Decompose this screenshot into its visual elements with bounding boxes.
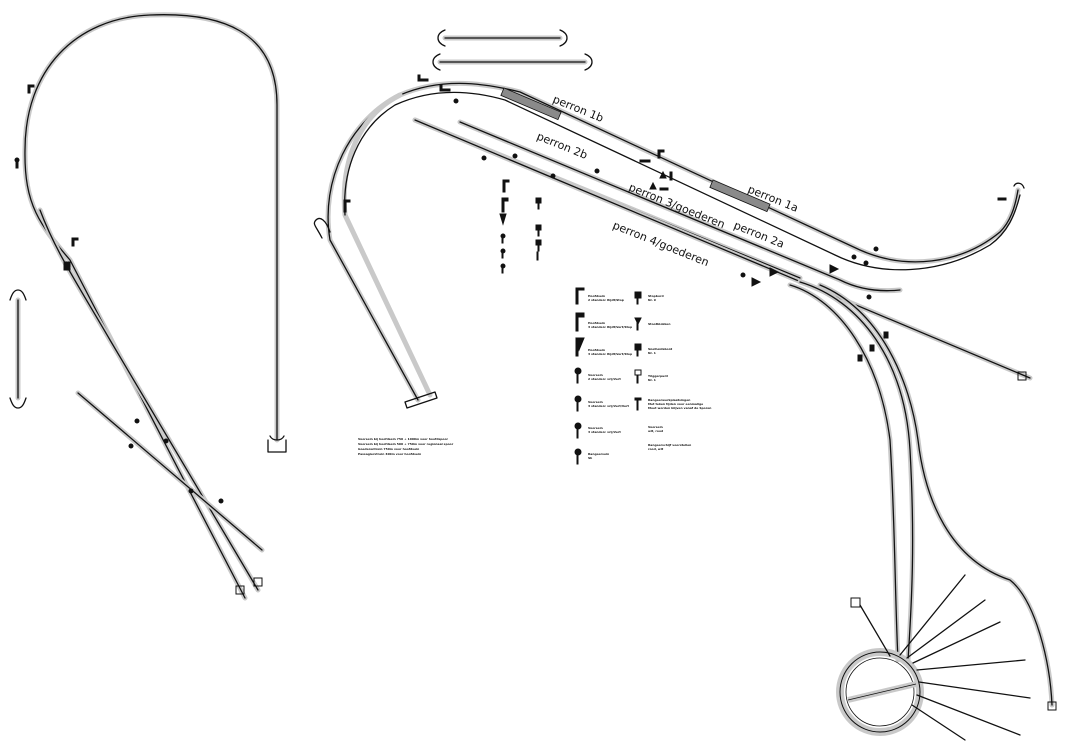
legend-left-6-a: Rangeersein [588,452,609,456]
signal-icon [866,294,872,300]
signal-icon [343,199,351,213]
signal-icon [71,237,79,247]
note-line: Goederentrein 750m voor hoofdsein [358,447,419,451]
signal-icon [481,155,487,161]
buffer-icon [634,317,642,331]
signal-icon [535,197,542,210]
signal-icon [27,84,35,94]
signal-icon [439,84,451,92]
signal-icon [500,233,506,244]
signal-icon [829,264,840,274]
legend-left-0-a: Hoofdsein [588,294,605,298]
platform-label-4: perron 4/goederen [611,219,711,269]
spare-track-horizontal [432,29,593,71]
legend-left-4-a: Voorsein [588,400,603,404]
left-return-loop [22,12,287,601]
shunt-board-icon [634,397,642,411]
legend-left-3-a: Voorsein [588,373,603,377]
distant-signal-3-icon [574,395,582,412]
signal-icon [417,74,429,82]
signal-icon [863,260,869,266]
legend-left-1-b: 3 standen: Rijdt/Vert/Stop [588,325,633,329]
legend-right-0-b: Nr. 9 [648,298,656,302]
legend-right-0-a: Stopbord [648,294,664,298]
legend-left-2-b: 3 standen: Rijdt/Vert/Stop [588,352,633,356]
signal-icon [14,157,20,169]
signal-icon [512,153,518,159]
legend-right-3-a: Triggerpunt [648,374,668,378]
signal-icon [657,149,665,159]
signal-icon [751,277,762,287]
legend-left-1-a: Hoofdsein [588,321,605,325]
notes: Voorsein bij hoofdsein 750 + 1000m voor … [358,437,454,456]
legend-left-6-b: Sh [588,456,592,460]
signal-icon [659,170,667,179]
signal-icon [163,438,169,444]
signal-icon [669,171,673,181]
signal-icon [134,418,140,424]
signal-icon [594,168,600,174]
stop-board-icon [634,291,642,305]
legend-left-3-b: 2 standen: vrij/Vert [588,377,621,381]
signal-icon [188,488,194,494]
legend-right-4-c: Moet worden blijven vanaf de Sporen [648,406,711,410]
signal-icon [63,261,71,271]
signal-icon [883,331,889,339]
main-signal-3b-icon [575,337,585,357]
signal-icon [740,272,746,278]
main-signal-2-icon [575,287,585,305]
turntable-area [787,279,1057,741]
note-line: Voorsein bij hoofdsein 750 + 1000m voor … [358,437,449,441]
signal-icon [500,263,506,274]
signal-icon [536,251,539,261]
signal-icon [500,248,506,259]
signal-icon [659,187,669,191]
legend-left-0-b: 2 standen: Rijdt/Stop [588,298,625,302]
signal-icon [869,344,875,352]
legend-right-6-a: Rangeerschijf voorstellen [648,443,691,447]
legend-right-2-a: Snelheidsbord [648,347,672,351]
signal-icon [501,197,509,213]
main-signal-3-icon [575,312,585,332]
signal-icon [639,159,651,163]
legend-left-4-b: 3 standen: vrij/Vert/Vert [588,404,630,408]
signal-icon [453,98,459,104]
note-line: Voorsein bij hoofdsein 500 + 750m voor r… [358,442,454,446]
signal-icon [851,254,857,260]
legend: Hoofdsein 2 standen: Rijdt/Stop Hoofdsei… [574,287,711,465]
signal-icon [128,443,134,449]
spare-track-vertical [9,289,27,409]
legend-right-3-b: Nr. 1 [648,378,656,382]
legend-right-6-b: rood, wit [648,447,664,451]
legend-left-5-a: Voorsein [588,426,603,430]
signal-icon [857,354,863,362]
signal-icon [499,213,507,226]
signal-icon [535,224,542,237]
trigger-point-icon [634,369,642,384]
signal-icon [769,267,780,277]
signal-icon [218,498,224,504]
signals [14,74,1007,504]
signal-icon [997,197,1007,201]
distant-signal-3b-icon [574,422,582,439]
legend-right-1-a: Stootblokken [648,322,670,326]
distant-signal-2-icon [574,367,582,384]
legend-left-2-a: Hoofdsein [588,348,605,352]
legend-right-2-b: Nr. 1 [648,351,656,355]
shunt-signal-icon [574,448,582,465]
legend-right-5-a: Voorsein [648,425,663,429]
signal-icon [502,179,510,193]
platforms [500,87,771,213]
signal-icon [535,239,542,252]
signal-icon [873,246,879,252]
legend-right-5-b: wit, rood [648,429,663,433]
signal-icon [649,181,657,190]
signal-icon [550,173,556,179]
legend-right-4-a: Rangeerwerkplaatsingen [648,398,690,402]
legend-right-4-b: Met teken tijden voor eenmalige [648,402,703,406]
legend-left-5-b: 3 standen: vrij/Vert [588,430,621,434]
note-line: Passagierstrein 400m voor hoofdsein [358,452,421,456]
speed-board-icon [634,343,642,357]
